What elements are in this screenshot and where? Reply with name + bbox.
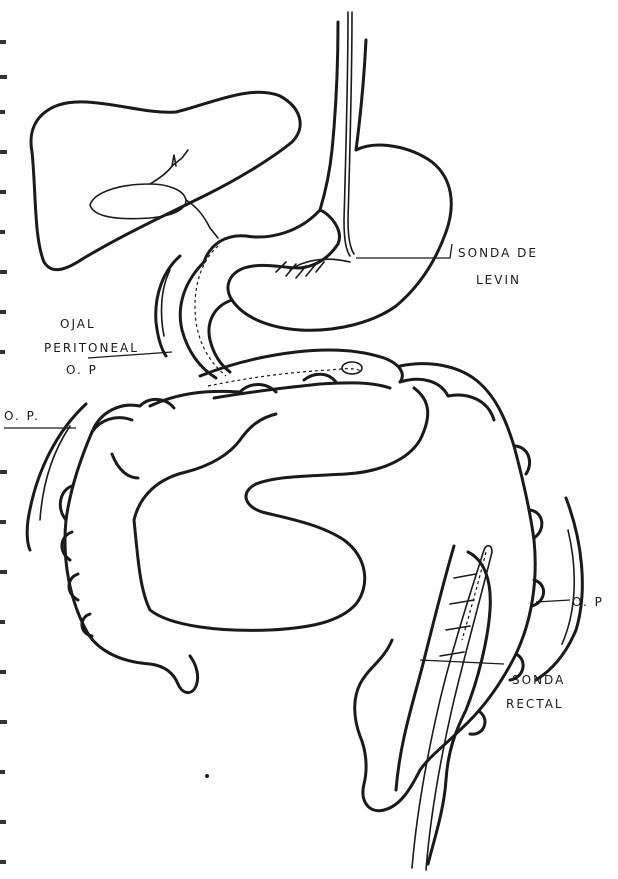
gallbladder-outline [90, 184, 186, 219]
jejunum-upper [200, 350, 402, 382]
label-op-left: O. P. [4, 409, 40, 423]
colon-haustra-left [60, 454, 138, 636]
duodenum-inner [209, 300, 232, 372]
colon-outer [65, 364, 535, 811]
colon-inner [134, 388, 428, 630]
tube-tip [342, 362, 362, 374]
label-op-center: O. P [66, 363, 98, 377]
page-margin-fragments [0, 40, 7, 864]
label-ojal-1: OJAL [60, 317, 96, 331]
label-sonda-levin-2: LEVIN [476, 273, 521, 287]
sigmoid-inner [396, 546, 490, 864]
speck [205, 774, 209, 778]
label-sonda-rectal-1: SONDA [512, 673, 565, 687]
esophagus-right-wall [356, 40, 366, 150]
label-sonda-rectal-2: RECTAL [506, 697, 564, 711]
label-ojal-2: PERITONEAL [44, 341, 139, 355]
peritoneal-window-upper [156, 256, 180, 356]
peritoneal-window-right-inner [562, 530, 574, 644]
levin-tube [344, 12, 354, 256]
peritoneal-window-left [27, 404, 86, 550]
leader-lines [4, 244, 570, 664]
label-sonda-levin-1: SONDA DE [458, 246, 538, 260]
esophagus-left-wall [320, 22, 338, 210]
liver-outline [31, 92, 300, 269]
sigmoid-sutures [440, 574, 476, 656]
label-op-right: O. P [572, 595, 604, 609]
colon-haustra-top [92, 374, 494, 432]
